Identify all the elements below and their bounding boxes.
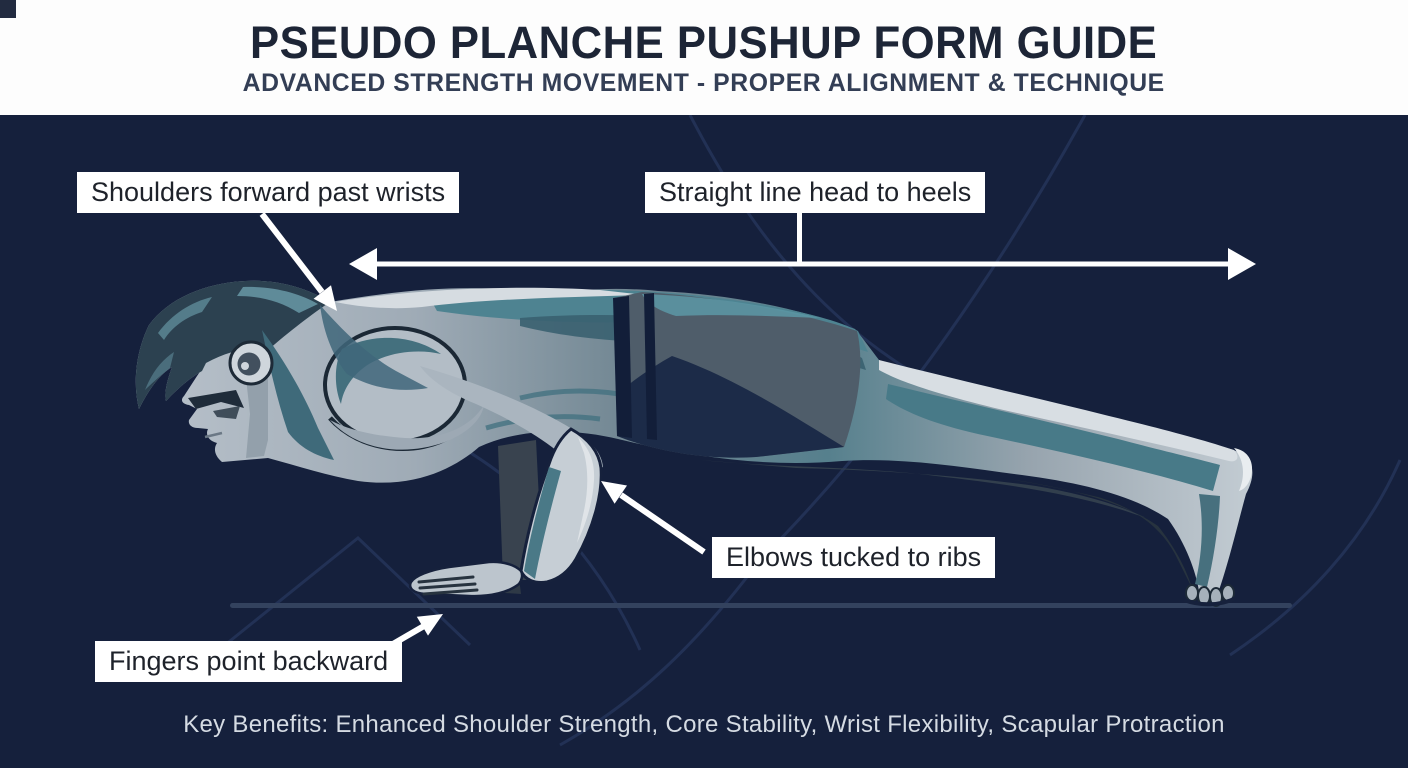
pushup-figure <box>135 280 1253 607</box>
head-to-heels-arrow <box>349 248 1256 280</box>
callout-straight-line: Straight line head to heels <box>645 172 986 213</box>
straight-line-connector <box>797 212 802 265</box>
elbows-arrow <box>601 481 706 555</box>
corner-mark <box>0 0 16 18</box>
callout-shoulders-forward: Shoulders forward past wrists <box>77 172 460 213</box>
page-title: PSEUDO PLANCHE PUSHUP FORM GUIDE <box>250 16 1158 68</box>
ground-line <box>230 603 1292 608</box>
callout-elbows-tucked: Elbows tucked to ribs <box>712 537 996 578</box>
page-subtitle: ADVANCED STRENGTH MOVEMENT - PROPER ALIG… <box>242 68 1166 97</box>
callout-fingers-backward: Fingers point backward <box>95 641 403 682</box>
header: PSEUDO PLANCHE PUSHUP FORM GUIDE ADVANCE… <box>0 0 1408 115</box>
diagram-canvas: Shoulders forward past wrists Straight l… <box>0 115 1408 768</box>
shoulders-arrow <box>259 212 337 311</box>
key-benefits-text: Key Benefits: Enhanced Shoulder Strength… <box>183 711 1225 738</box>
